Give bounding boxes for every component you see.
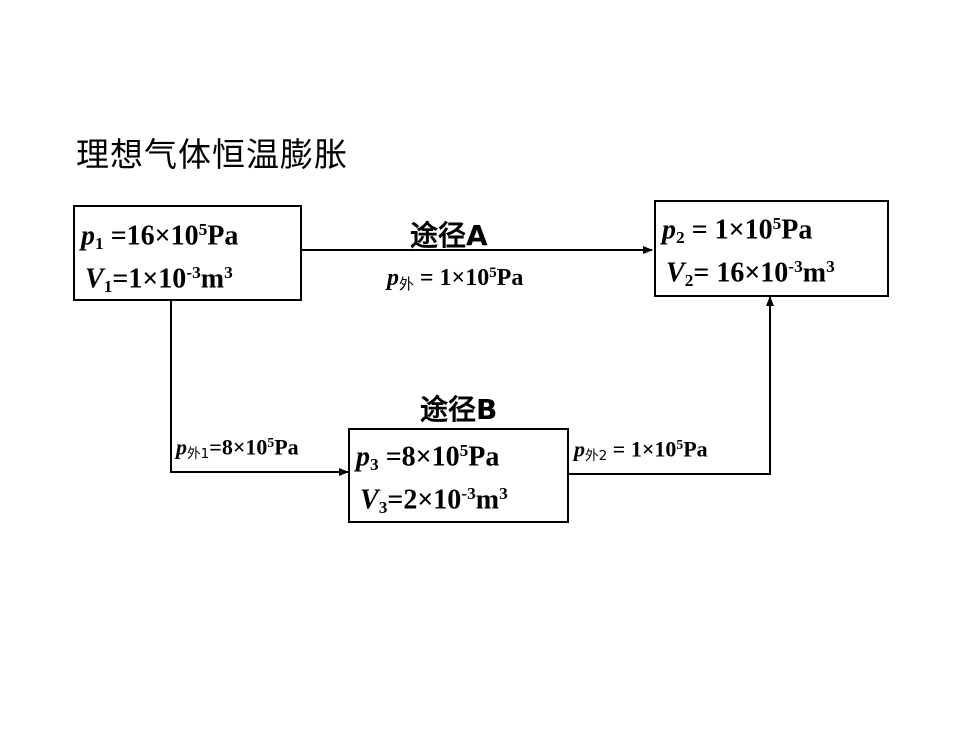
state-1-pressure: p1 =16×105Pa [81,220,239,253]
route-b-label: 途径B [420,393,498,426]
state-2-box: p2 = 1×105Pa V2= 16×10-3m3 [654,200,889,297]
route-a-label: 途径A [410,219,488,252]
state-3-pressure: p3 =8×105Pa [356,441,500,474]
state-2-pressure: p2 = 1×105Pa [662,214,813,247]
state-3-volume: V3=2×10-3m3 [360,484,508,517]
state-1-box: p1 =16×105Pa V1=1×10-3m3 [73,205,302,301]
state-2-volume: V2= 16×10-3m3 [666,257,835,290]
route-b-arrow-2 [568,296,774,475]
route-b-external-pressure-2: p外2 = 1×105Pa [574,436,708,464]
route-b-external-pressure-1: p外1=8×105Pa [176,434,299,462]
diagram-title: 理想气体恒温膨胀 [76,135,348,174]
route-a-external-pressure: p外 = 1×105Pa [387,265,524,293]
route-b-arrow-1 [170,300,349,476]
state-3-box: p3 =8×105Pa V3=2×10-3m3 [348,428,569,523]
state-1-volume: V1=1×10-3m3 [85,263,233,296]
